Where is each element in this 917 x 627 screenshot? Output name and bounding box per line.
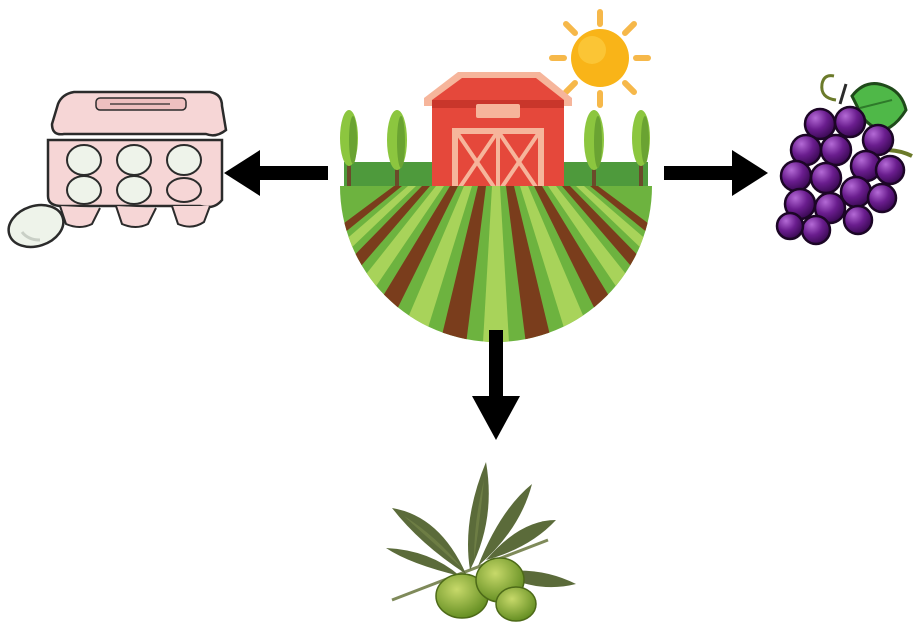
sun-icon [552,12,648,105]
egg-carton-icon [3,92,226,254]
barn-icon [424,72,572,192]
farm-icon [160,12,832,360]
olive-branch-icon [386,462,576,621]
arrow-right [664,150,768,196]
grapes-icon [777,76,912,244]
arrow-down [472,330,520,440]
arrow-left [224,150,328,196]
